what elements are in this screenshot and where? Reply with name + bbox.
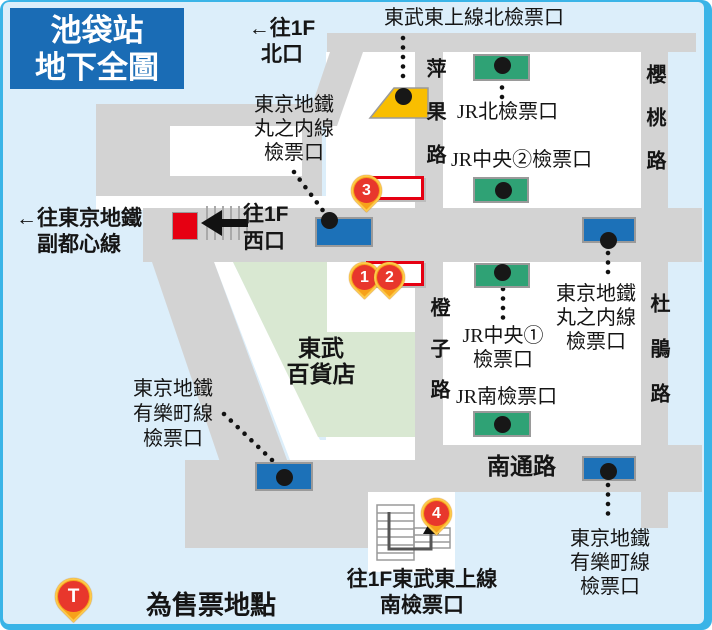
gate-dot (320, 211, 338, 229)
left-arrow-icon (201, 210, 248, 236)
gate-jr-central2-label: JR中央②檢票口 (451, 149, 593, 171)
corridor-north (327, 33, 696, 52)
gate-marunouchi-west-label: 東京地鐵 丸之内線 檢票口 (254, 94, 334, 164)
gate-dot (493, 56, 511, 74)
road-dujuan-label: 杜鵑路 (647, 293, 669, 428)
road-chengzi-label: 橙子路 (427, 297, 449, 420)
gate-dot (599, 231, 617, 249)
road-yingtao-dujuan (641, 33, 668, 445)
gate-dot (599, 462, 617, 480)
road-pingguo-label: 萍果路 (423, 58, 445, 187)
tobu-dept-store-area (233, 262, 415, 437)
gate-dot (394, 87, 412, 105)
map-title: 池袋站 地下全圖 (10, 8, 184, 89)
pin-4-number: 4 (424, 501, 449, 526)
corridor-west-courtyard (170, 126, 302, 176)
road-yingtao-label: 櫻桃路 (643, 64, 665, 193)
road-dujuan-stub (641, 492, 668, 528)
gate-tobu-north-label: 東武東上線北檢票口 (384, 7, 564, 29)
floor-west-white (96, 196, 333, 210)
exit-fukutoshin-label: ←往東京地鐵 副都心線 (16, 207, 142, 256)
exit-north-label: ←往1F 北口 (248, 17, 316, 66)
gate-jr-central1-label: JR中央① 檢票口 (462, 325, 544, 371)
title-line2: 地下全圖 (35, 50, 159, 85)
gate-jr-south-label: JR南檢票口 (456, 386, 558, 408)
tobu-dept-store-label: 東武 百貨店 (286, 335, 356, 387)
gate-dot (493, 415, 511, 433)
exit-west-red-box (172, 212, 198, 240)
gate-yurakucho-west-label: 東京地鐵 有樂町線 檢票口 (133, 378, 213, 450)
title-line1: 池袋站 (50, 13, 144, 48)
corridor-southwest-diagonal (152, 262, 290, 468)
gate-dot (275, 468, 293, 486)
gate-dot (494, 181, 512, 199)
pin-2-number: 2 (377, 265, 402, 290)
road-nantong-label: 南通路 (487, 453, 556, 479)
exit-west-label: 往1F 西口 (243, 203, 289, 253)
exit-tobu-south-label: 往1F東武東上線 南檢票口 (346, 568, 498, 617)
floor-southwest-white (214, 262, 415, 460)
pin-3-number: 3 (354, 178, 379, 203)
legend-pin-letter: T (58, 581, 89, 612)
gate-jr-north-label: JR北檢票口 (457, 101, 559, 123)
corridor-nantong (415, 445, 702, 492)
gate-marunouchi-east-label: 東京地鐵 丸之内線 檢票口 (556, 283, 636, 353)
gate-dot (493, 263, 511, 281)
gate-yurakucho-east-label: 東京地鐵 有樂町線 檢票口 (570, 528, 650, 598)
legend-text: 為售票地點 (146, 590, 277, 620)
dotted-leader-lines (221, 35, 611, 520)
corridor-south-joint (372, 460, 415, 492)
